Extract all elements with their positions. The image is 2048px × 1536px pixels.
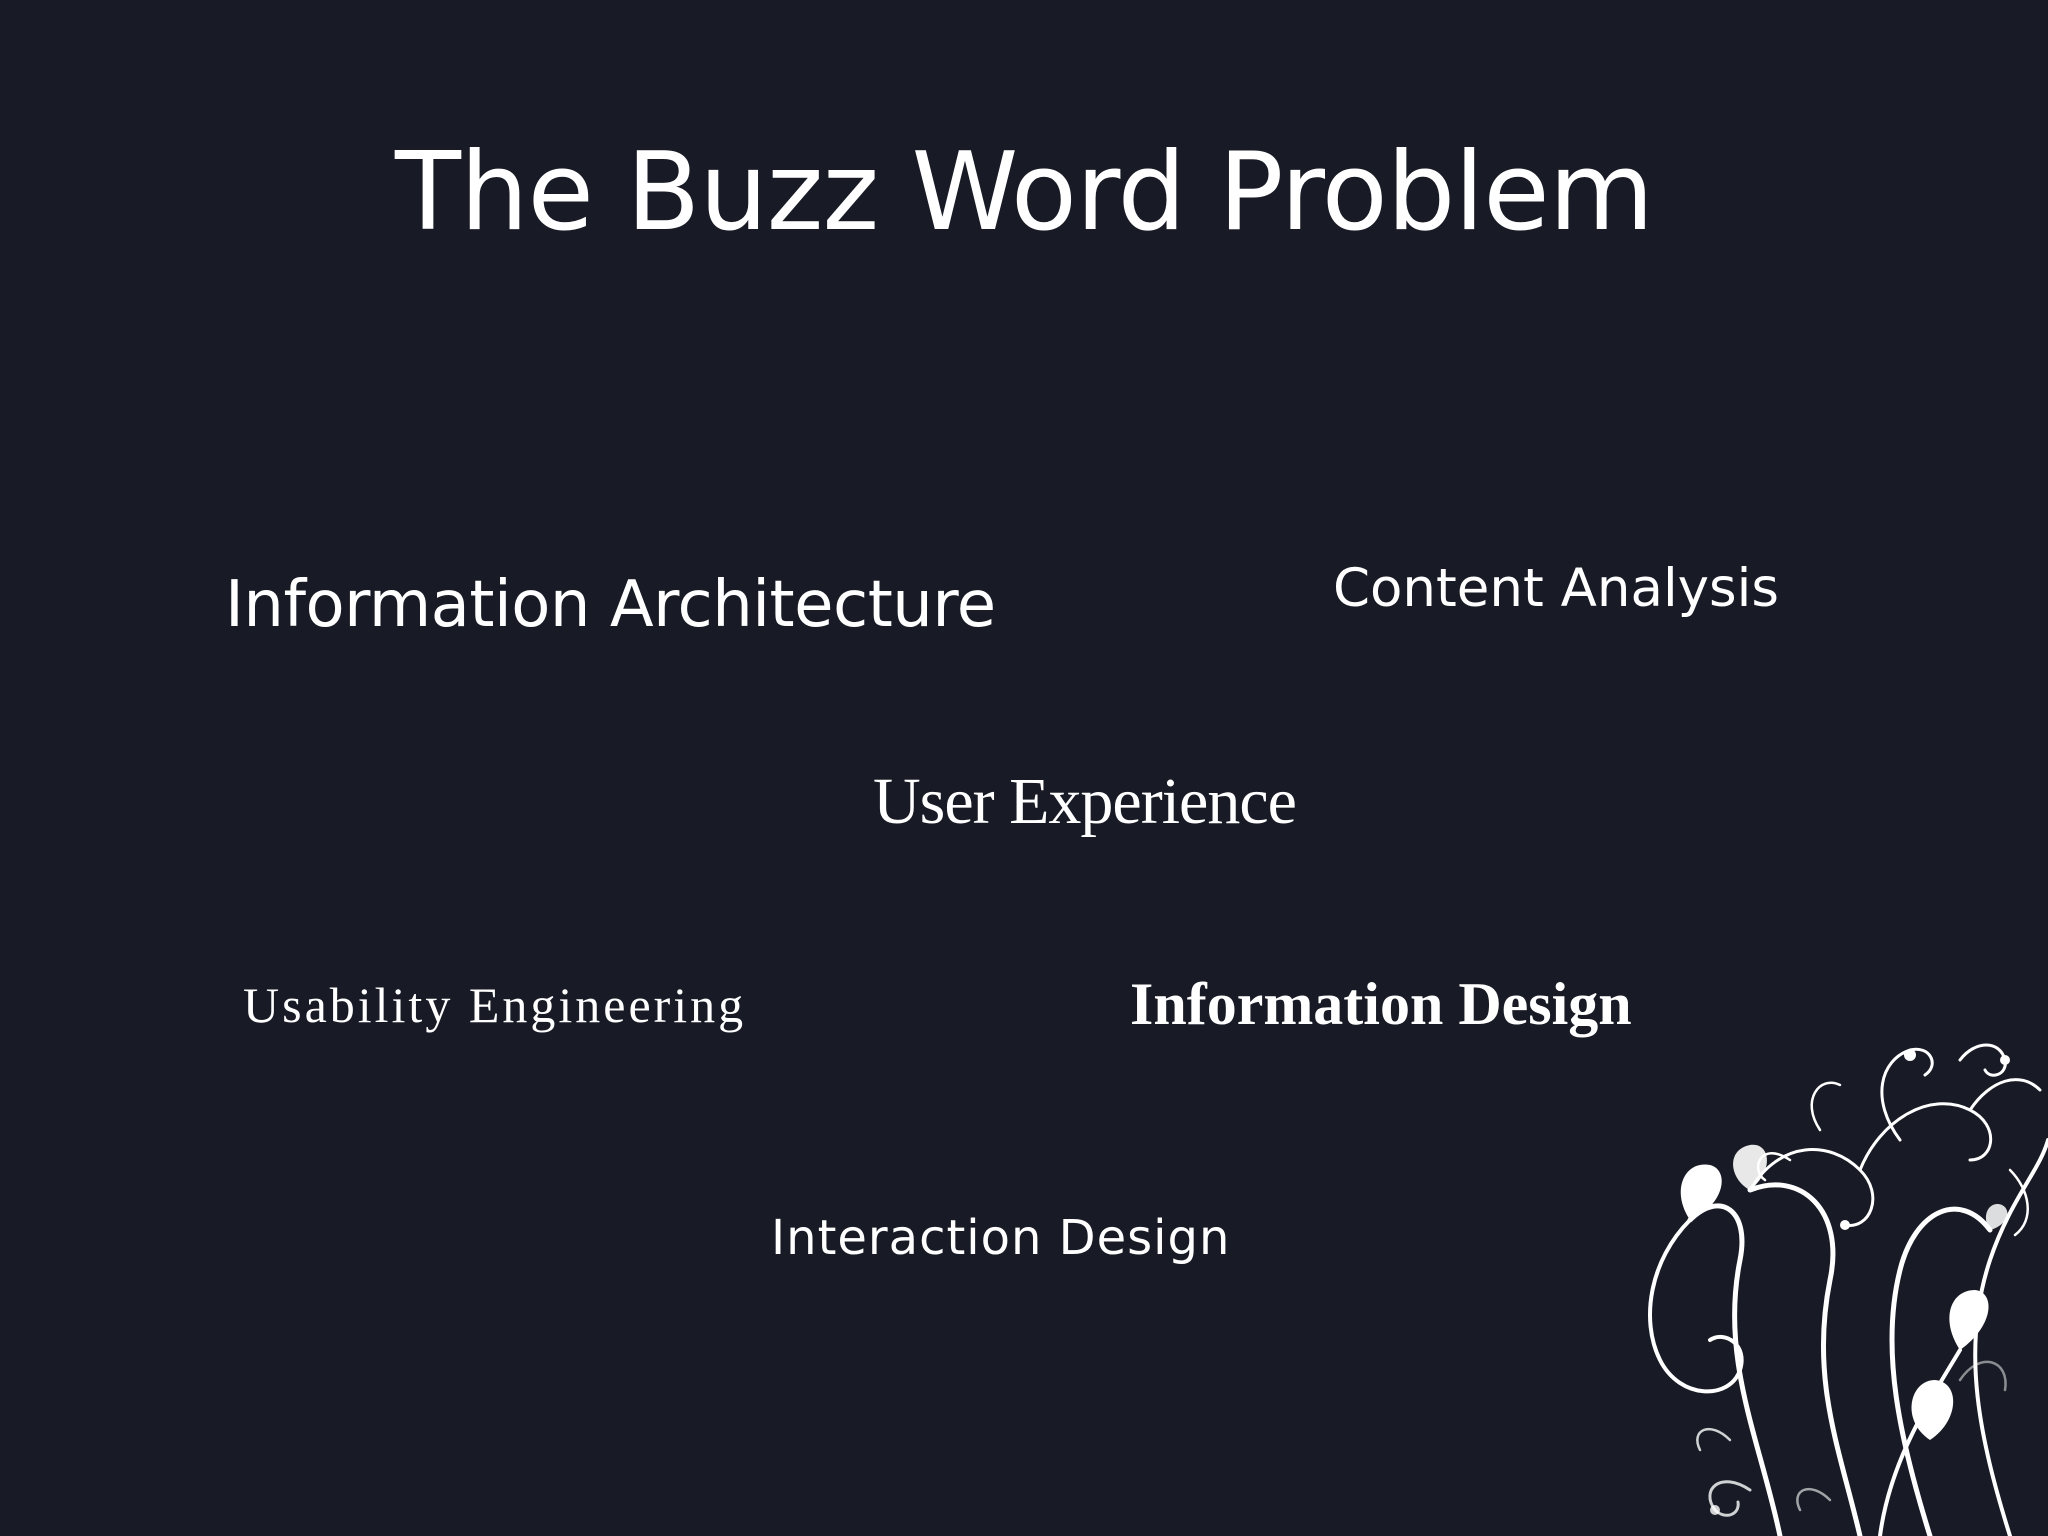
floral-ornament-icon	[1648, 1043, 2048, 1536]
term-user-experience: User Experience	[873, 765, 1297, 838]
term-information-architecture: Information Architecture	[225, 568, 996, 642]
slide-title: The Buzz Word Problem	[395, 130, 1654, 255]
term-information-design: Information Design	[1130, 971, 1632, 1037]
term-interaction-design: Interaction Design	[771, 1210, 1231, 1266]
term-content-analysis: Content Analysis	[1333, 558, 1779, 619]
term-usability-engineering: Usability Engineering	[243, 977, 747, 1033]
